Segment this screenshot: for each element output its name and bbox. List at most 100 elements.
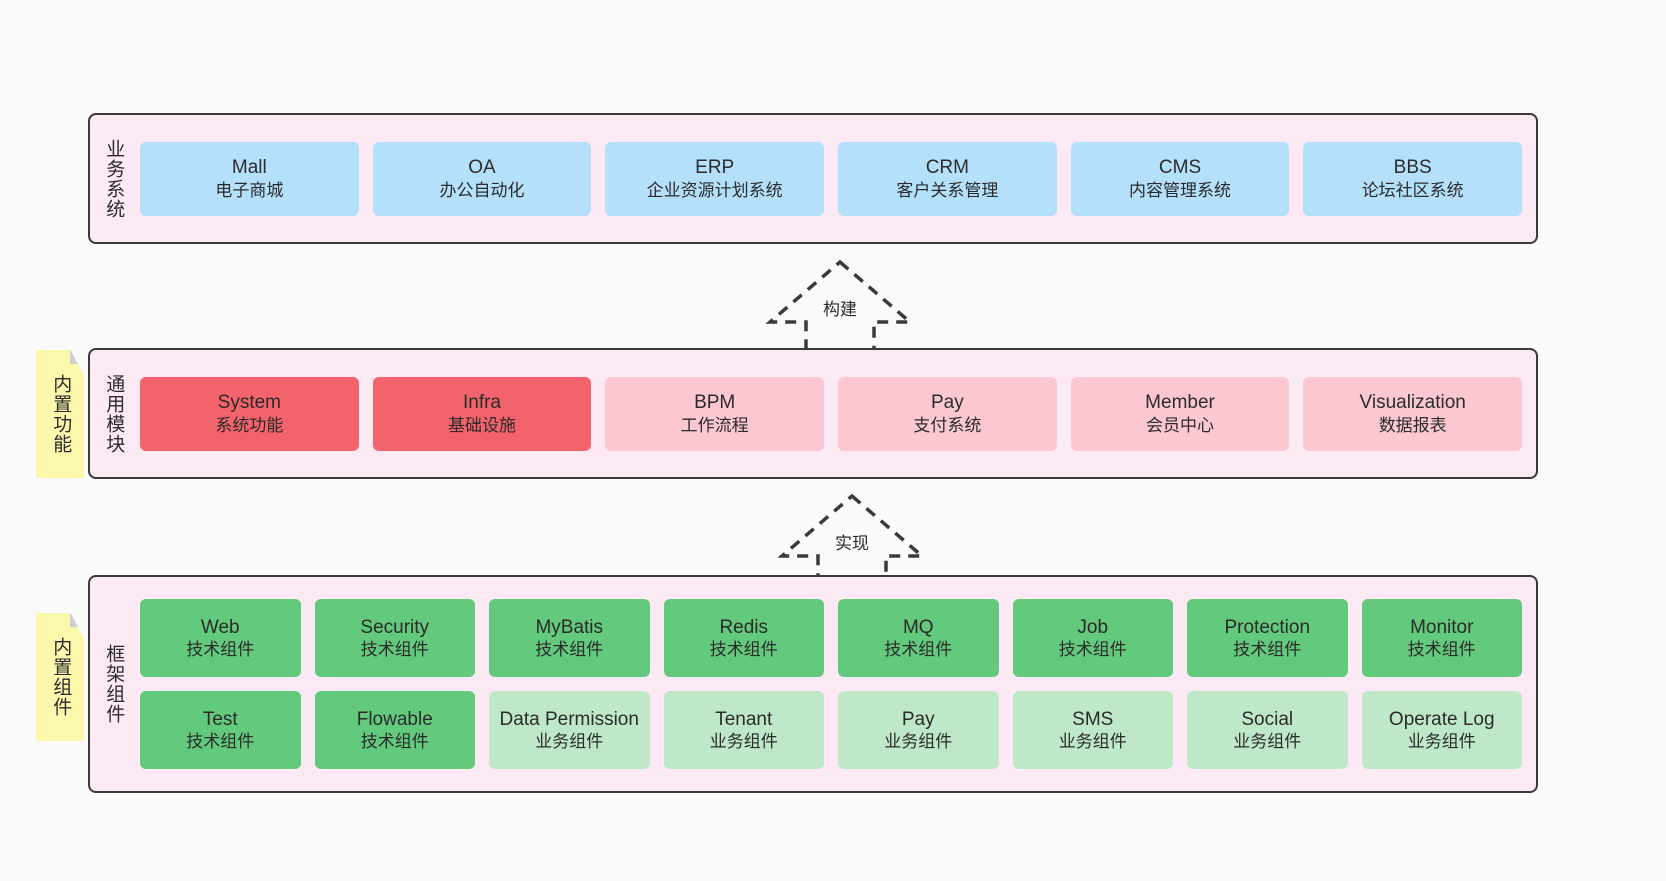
card-bpm[interactable]: BPM 工作流程 [605,376,825,451]
card-member[interactable]: Member 会员中心 [1070,376,1290,451]
card-title: CMS [1158,157,1202,178]
card-cms[interactable]: CMS 内容管理系统 [1070,141,1290,216]
layer-title-business-systems: 业务系统 [103,138,125,219]
card-social[interactable]: Social 业务组件 [1187,691,1348,769]
card-title: ERP [695,157,735,178]
card-title: BPM [694,392,736,413]
card-title: Pay [930,392,964,413]
card-subtitle: 技术组件 [1058,640,1127,660]
card-subtitle: 系统功能 [215,415,284,435]
card-title: System [217,392,282,413]
card-pay-business[interactable]: Pay 业务组件 [838,691,999,769]
card-subtitle: 技术组件 [360,640,429,660]
card-title: Job [1077,616,1109,638]
card-bbs[interactable]: BBS 论坛社区系统 [1303,141,1523,216]
card-title: SMS [1072,708,1114,730]
card-subtitle: 支付系统 [913,415,982,435]
card-sms[interactable]: SMS 业务组件 [1012,691,1173,769]
card-subtitle: 技术组件 [360,732,429,752]
card-subtitle: 业务组件 [1407,732,1476,752]
layer-title-framework-components: 框架组件 [103,644,125,724]
note-label: 内置组件 [50,637,72,717]
connector-label: 构建 [823,300,857,319]
card-web[interactable]: Web 技术组件 [140,599,301,677]
card-subtitle: 技术组件 [1233,640,1302,660]
card-title: Infra [462,392,502,413]
card-title: Social [1241,708,1294,730]
card-row: System 系统功能 Infra 基础设施 BPM 工作流程 Pay 支付系统… [140,376,1523,451]
card-subtitle: 客户关系管理 [896,180,999,200]
card-subtitle: 技术组件 [709,640,778,660]
card-title: CRM [925,157,969,178]
card-redis[interactable]: Redis 技术组件 [663,599,824,677]
layer-business-systems: 业务系统 Mall 电子商城 OA 办公自动化 ERP 企业资源计划系统 CRM… [88,113,1538,244]
card-title: Member [1145,392,1215,413]
layer-body-business-systems: Mall 电子商城 OA 办公自动化 ERP 企业资源计划系统 CRM 客户关系… [136,115,1536,242]
card-visualization[interactable]: Visualization 数据报表 [1303,376,1523,451]
card-title: OA [468,157,496,178]
card-mybatis[interactable]: MyBatis 技术组件 [489,599,650,677]
card-mq[interactable]: MQ 技术组件 [838,599,999,677]
note-builtin-components: 内置组件 [36,613,84,741]
layer-title-common-modules: 通用模块 [103,373,125,454]
folded-corner-icon [70,350,84,364]
card-title: Operate Log [1388,708,1495,730]
card-subtitle: 办公自动化 [439,180,525,200]
card-title: Flowable [356,708,433,730]
card-crm[interactable]: CRM 客户关系管理 [838,141,1057,216]
card-title: Visualization [1359,392,1466,413]
card-subtitle: 业务组件 [1233,732,1302,752]
card-system[interactable]: System 系统功能 [140,376,359,451]
connector-label: 实现 [835,534,869,553]
card-data-permission[interactable]: Data Permission 业务组件 [489,691,650,769]
connector-build: 构建 [750,256,930,356]
card-subtitle: 内容管理系统 [1129,180,1232,200]
card-subtitle: 技术组件 [1407,640,1476,660]
card-title: MQ [902,616,934,638]
card-pay[interactable]: Pay 支付系统 [838,376,1057,451]
card-job[interactable]: Job 技术组件 [1012,599,1173,677]
card-row: Test 技术组件 Flowable 技术组件 Data Permission … [140,691,1522,769]
card-erp[interactable]: ERP 企业资源计划系统 [605,141,825,216]
card-subtitle: 业务组件 [884,732,953,752]
card-title: Web [200,616,240,638]
card-subtitle: 企业资源计划系统 [646,180,783,200]
card-title: Data Permission [499,708,639,730]
card-title: Protection [1224,616,1311,638]
card-subtitle: 数据报表 [1378,415,1447,435]
card-tenant[interactable]: Tenant 业务组件 [663,691,824,769]
card-test[interactable]: Test 技术组件 [140,691,301,769]
folded-corner-icon [70,613,84,627]
card-subtitle: 会员中心 [1146,415,1215,435]
note-label: 内置功能 [50,374,72,454]
note-builtin-features: 内置功能 [36,350,84,478]
card-subtitle: 工作流程 [680,415,749,435]
card-subtitle: 业务组件 [709,732,778,752]
card-subtitle: 技术组件 [884,640,953,660]
card-security[interactable]: Security 技术组件 [314,599,475,677]
card-monitor[interactable]: Monitor 技术组件 [1361,599,1522,677]
card-protection[interactable]: Protection 技术组件 [1187,599,1348,677]
card-operate-log[interactable]: Operate Log 业务组件 [1361,691,1522,769]
card-subtitle: 论坛社区系统 [1361,180,1464,200]
card-subtitle: 基础设施 [448,415,516,435]
card-title: Test [202,708,238,730]
card-row: Web 技术组件 Security 技术组件 MyBatis 技术组件 Redi… [140,599,1522,677]
card-infra[interactable]: Infra 基础设施 [372,376,592,451]
card-title: Monitor [1410,616,1474,638]
card-subtitle: 业务组件 [1058,732,1127,752]
card-title: MyBatis [535,616,604,638]
layer-body-common-modules: System 系统功能 Infra 基础设施 BPM 工作流程 Pay 支付系统… [136,350,1536,477]
card-oa[interactable]: OA 办公自动化 [372,141,592,216]
card-subtitle: 技术组件 [186,640,255,660]
card-title: BBS [1393,157,1432,178]
layer-body-framework-components: Web 技术组件 Security 技术组件 MyBatis 技术组件 Redi… [136,577,1536,791]
card-mall[interactable]: Mall 电子商城 [140,141,359,216]
card-row: Mall 电子商城 OA 办公自动化 ERP 企业资源计划系统 CRM 客户关系… [140,141,1523,216]
card-title: Security [360,616,430,638]
card-subtitle: 技术组件 [186,732,255,752]
card-title: Tenant [715,708,773,730]
card-title: Pay [901,708,935,730]
card-flowable[interactable]: Flowable 技术组件 [314,691,475,769]
card-title: Redis [719,616,769,638]
